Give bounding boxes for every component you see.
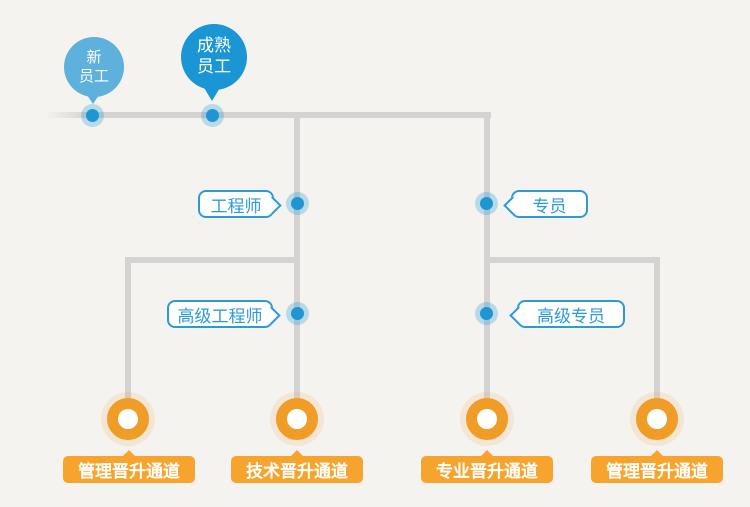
role-label-engineer-text: 工程师 — [210, 196, 262, 217]
channel-endpoint-professional — [466, 398, 508, 440]
node-experienced-employee: 成熟 员工 — [181, 24, 247, 90]
role-label-engineer: 工程师 — [198, 190, 282, 218]
connector-branch-left-horizontal — [125, 257, 300, 263]
node-new-employee-line1: 新 — [86, 48, 102, 66]
chevron-right-icon — [262, 305, 281, 325]
channel-endpoint-technical — [276, 398, 318, 440]
channel-label-technical: 技术晋升通道 — [231, 450, 363, 483]
label-up-tail — [480, 450, 494, 457]
milestone-dot-experienced-employee — [206, 109, 219, 122]
channel-label-management-left-text: 管理晋升通道 — [78, 462, 180, 482]
milestone-dot-new-employee — [86, 109, 99, 122]
milestone-dot-senior-engineer — [291, 307, 304, 320]
connector-branch-left-vertical — [125, 257, 131, 402]
role-label-specialist: 专员 — [503, 190, 588, 218]
channel-label-management-right: 管理晋升通道 — [591, 450, 723, 483]
label-up-tail — [650, 450, 664, 457]
node-new-employee: 新 员工 — [64, 37, 124, 97]
chevron-left-icon — [509, 305, 528, 325]
connector-branch-right-horizontal — [484, 257, 660, 263]
role-label-senior-specialist-text: 高级专员 — [537, 306, 605, 327]
milestone-dot-specialist — [480, 197, 493, 210]
role-label-specialist-text: 专员 — [532, 196, 567, 217]
milestone-dot-engineer — [291, 197, 304, 210]
connector-branch-right-vertical — [654, 257, 660, 402]
channel-label-management-left: 管理晋升通道 — [63, 450, 195, 483]
role-label-senior-engineer-text: 高级工程师 — [177, 306, 263, 327]
channel-label-professional-text: 专业晋升通道 — [436, 462, 538, 482]
label-up-tail — [122, 450, 136, 457]
role-label-senior-engineer: 高级工程师 — [167, 300, 281, 328]
channel-endpoint-management-left — [107, 398, 149, 440]
connector-top-horizontal — [45, 112, 491, 118]
channel-label-professional: 专业晋升通道 — [421, 450, 553, 483]
channel-label-management-right-text: 管理晋升通道 — [606, 462, 708, 482]
node-new-employee-line2: 员工 — [78, 67, 109, 85]
chevron-left-icon — [503, 195, 522, 215]
label-up-tail — [290, 450, 304, 457]
channel-label-technical-text: 技术晋升通道 — [246, 462, 348, 482]
node-experienced-employee-line1: 成熟 — [197, 36, 231, 56]
chevron-right-icon — [263, 195, 282, 215]
channel-endpoint-management-right — [636, 398, 678, 440]
role-label-senior-specialist: 高级专员 — [509, 300, 625, 328]
node-experienced-employee-line2: 员工 — [197, 57, 231, 77]
milestone-dot-senior-specialist — [480, 307, 493, 320]
